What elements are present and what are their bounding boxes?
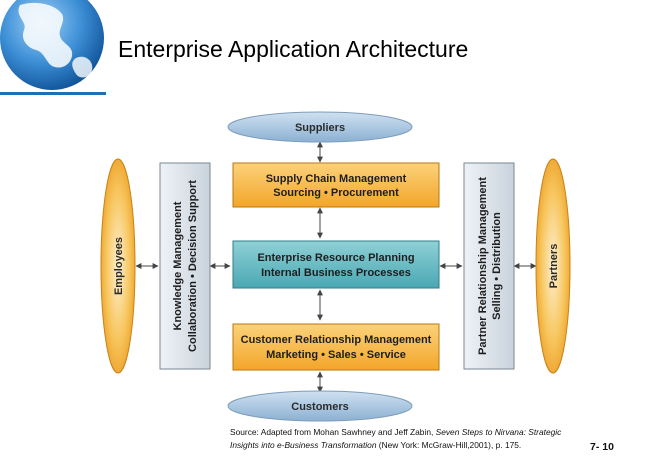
page-number: 7- 10 <box>590 441 614 453</box>
erp-line2: Internal Business Processes <box>261 267 411 279</box>
km-line2: Collaboration • Decision Support <box>187 180 199 352</box>
partner-relationship-management-box: Partner Relationship Management Selling … <box>463 162 515 370</box>
prm-line2: Selling • Distribution <box>491 212 503 320</box>
customers-ellipse: Customers <box>227 390 413 422</box>
partners-label: Partners <box>548 244 560 289</box>
scm-line1: Supply Chain Management <box>266 173 407 185</box>
title-underline <box>0 92 106 95</box>
suppliers-ellipse: Suppliers <box>227 111 413 143</box>
source-suffix: (New York: McGraw-Hill,2001), p. 175. <box>376 440 522 450</box>
source-prefix: Source: Adapted from Mohan Sawhney and J… <box>230 427 436 437</box>
source-citation: Source: Adapted from Mohan Sawhney and J… <box>230 426 630 452</box>
prm-line1: Partner Relationship Management <box>477 177 489 355</box>
slide-title: Enterprise Application Architecture <box>118 36 469 62</box>
scm-line2: Sourcing • Procurement <box>273 187 399 199</box>
globe-icon <box>0 0 104 90</box>
km-line1: Knowledge Management <box>172 201 184 330</box>
employees-label: Employees <box>113 237 125 295</box>
crm-box: Customer Relationship Management Marketi… <box>232 323 440 371</box>
erp-line1: Enterprise Resource Planning <box>257 252 414 264</box>
customers-label: Customers <box>291 401 348 413</box>
source-book-title-1: Seven Steps to Nirvana: Strategic <box>435 427 562 437</box>
scm-box: Supply Chain Management Sourcing • Procu… <box>232 162 440 208</box>
crm-line2: Marketing • Sales • Service <box>266 349 406 361</box>
crm-line1: Customer Relationship Management <box>241 334 432 346</box>
knowledge-management-box: Knowledge Management Collaboration • Dec… <box>159 162 211 370</box>
source-book-title-2: Insights into e-Business Transformation <box>230 440 377 450</box>
employees-ellipse: Employees <box>100 158 136 374</box>
erp-box: Enterprise Resource Planning Internal Bu… <box>232 240 440 289</box>
partners-ellipse: Partners <box>535 158 571 374</box>
suppliers-label: Suppliers <box>295 122 345 134</box>
connectors <box>135 141 537 393</box>
